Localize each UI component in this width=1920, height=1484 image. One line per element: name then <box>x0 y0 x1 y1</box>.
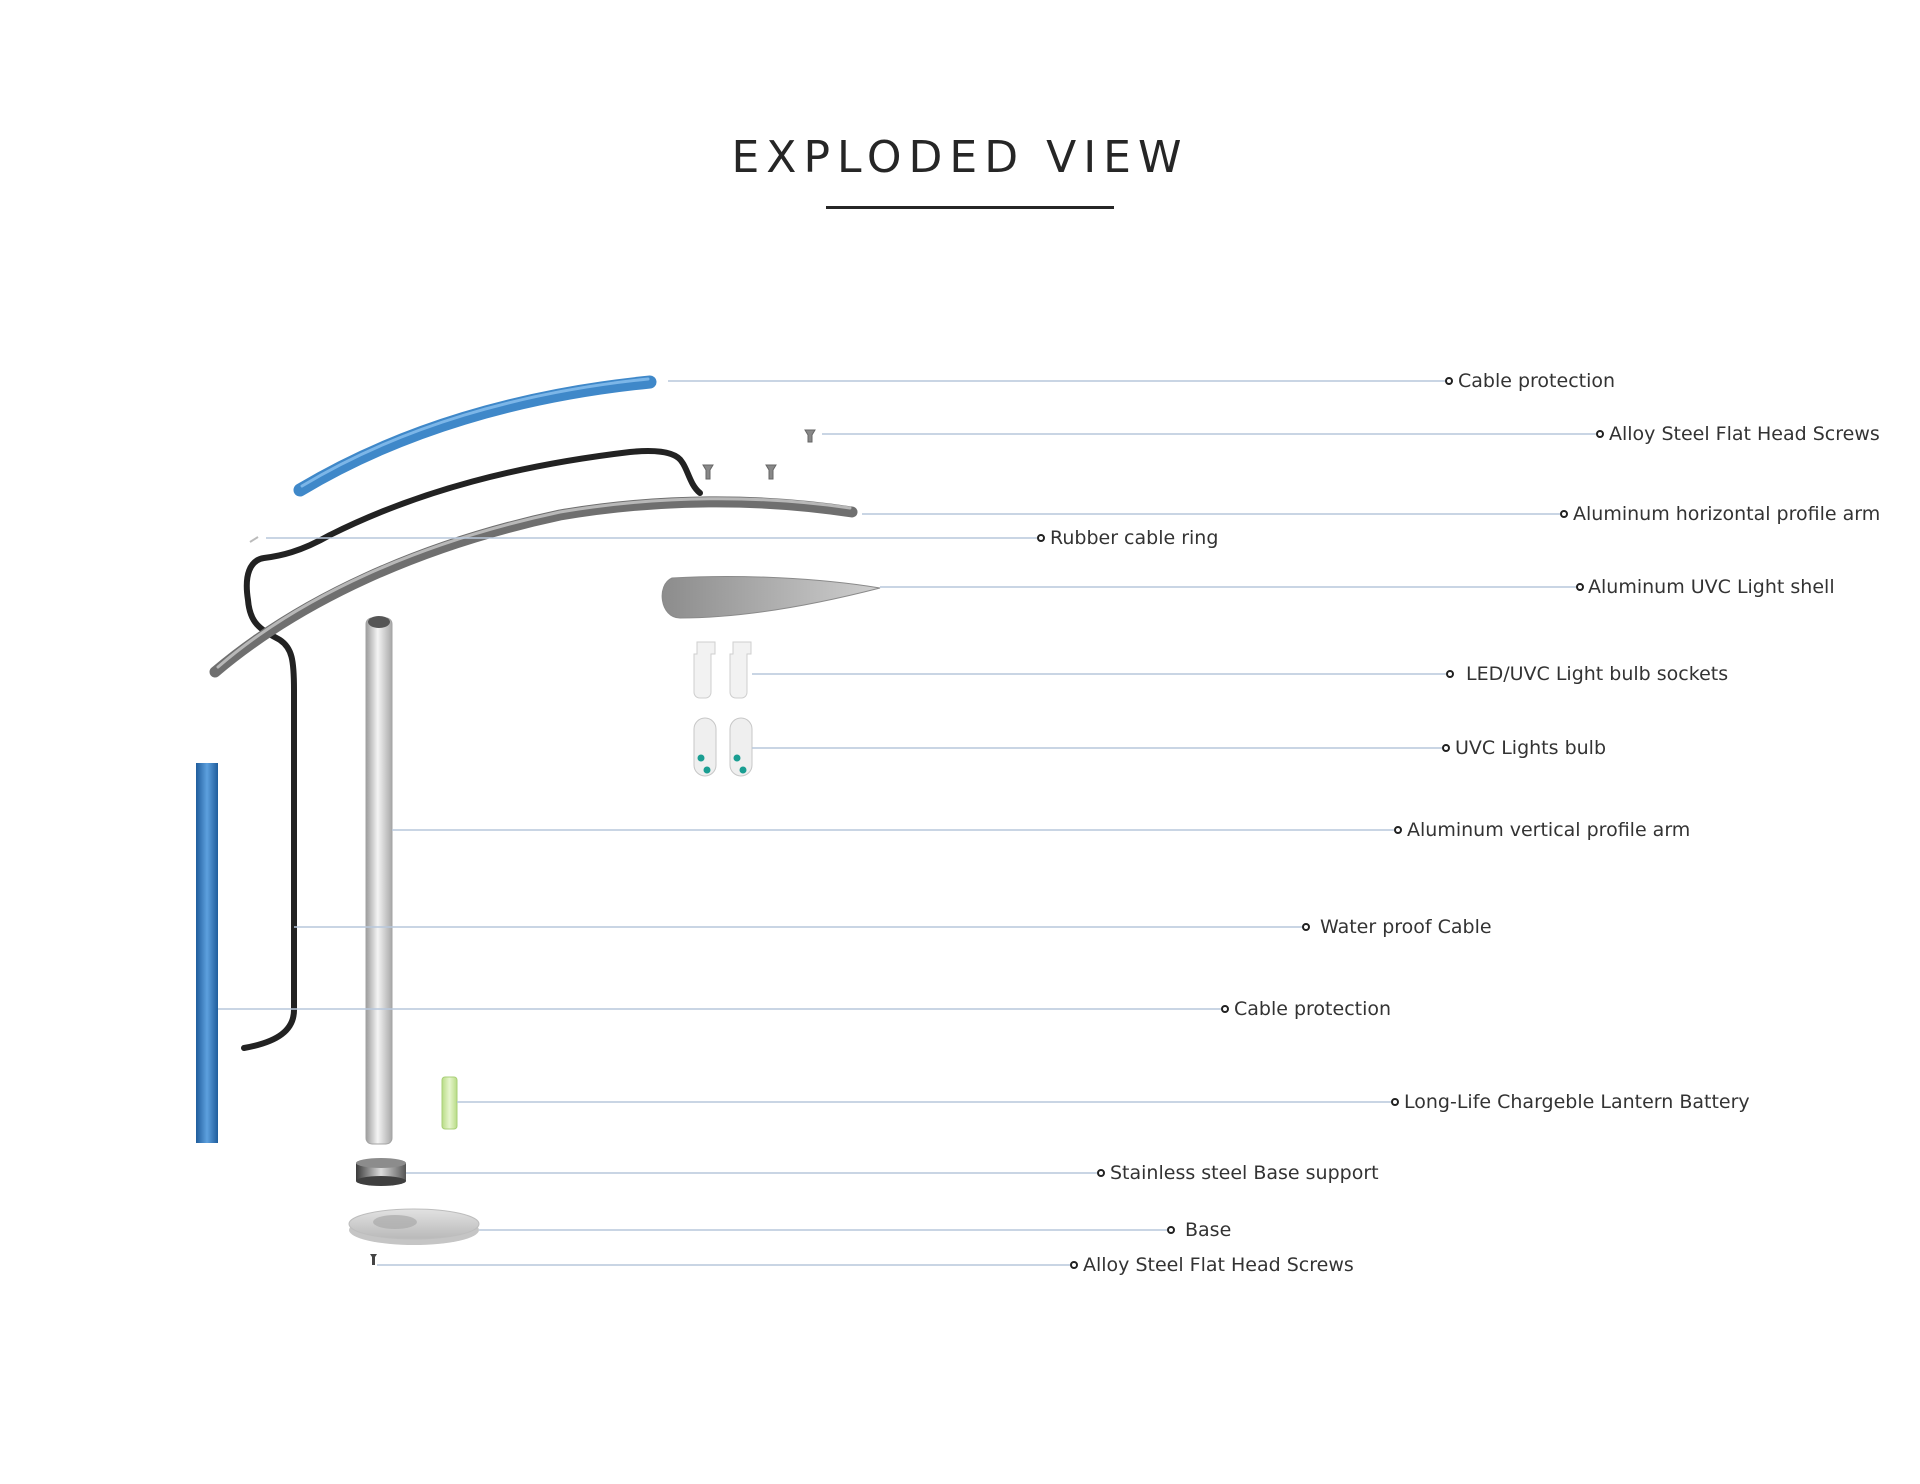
label-base: Base <box>1185 1219 1232 1241</box>
label-battery: Long-Life Chargeble Lantern Battery <box>1404 1091 1750 1113</box>
screws-top-part <box>702 429 816 480</box>
label-cable-protection-bottom: Cable protection <box>1234 998 1392 1020</box>
label-dots <box>1037 377 1604 1269</box>
battery-part <box>441 1076 458 1130</box>
bulb-sockets-part <box>693 641 752 699</box>
rubber-ring-part <box>249 536 259 543</box>
cable-protection-top-part <box>293 375 657 497</box>
label-rubber-ring: Rubber cable ring <box>1050 527 1219 549</box>
label-cable-protection-top: Cable protection <box>1458 370 1616 392</box>
label-alloy-screws-bottom: Alloy Steel Flat Head Screws <box>1083 1254 1354 1276</box>
label-uvc-bulb: UVC Lights bulb <box>1455 737 1607 759</box>
label-bulb-sockets: LED/UVC Light bulb sockets <box>1466 663 1729 685</box>
leader-lines <box>218 380 1597 1266</box>
label-uvc-shell: Aluminum UVC Light shell <box>1588 576 1835 598</box>
title-underline <box>826 206 1114 209</box>
label-horizontal-arm: Aluminum horizontal profile arm <box>1573 503 1881 525</box>
cable-protection-bottom-part <box>196 763 218 1143</box>
screw-bottom-part <box>370 1254 377 1265</box>
page-title: EXPLODED VIEW <box>731 132 1189 183</box>
label-base-support: Stainless steel Base support <box>1110 1162 1379 1184</box>
uvc-bulbs-part <box>693 717 753 777</box>
horizontal-arm-part <box>209 496 858 678</box>
label-alloy-screws-top: Alloy Steel Flat Head Screws <box>1609 423 1880 445</box>
base-part <box>348 1208 480 1245</box>
vertical-arm-part <box>365 616 393 1145</box>
uvc-shell-part <box>661 575 881 619</box>
waterproof-cable-part <box>241 448 703 1051</box>
label-vertical-arm: Aluminum vertical profile arm <box>1407 819 1691 841</box>
base-support-part <box>356 1158 406 1186</box>
label-waterproof-cable: Water proof Cable <box>1320 916 1492 938</box>
